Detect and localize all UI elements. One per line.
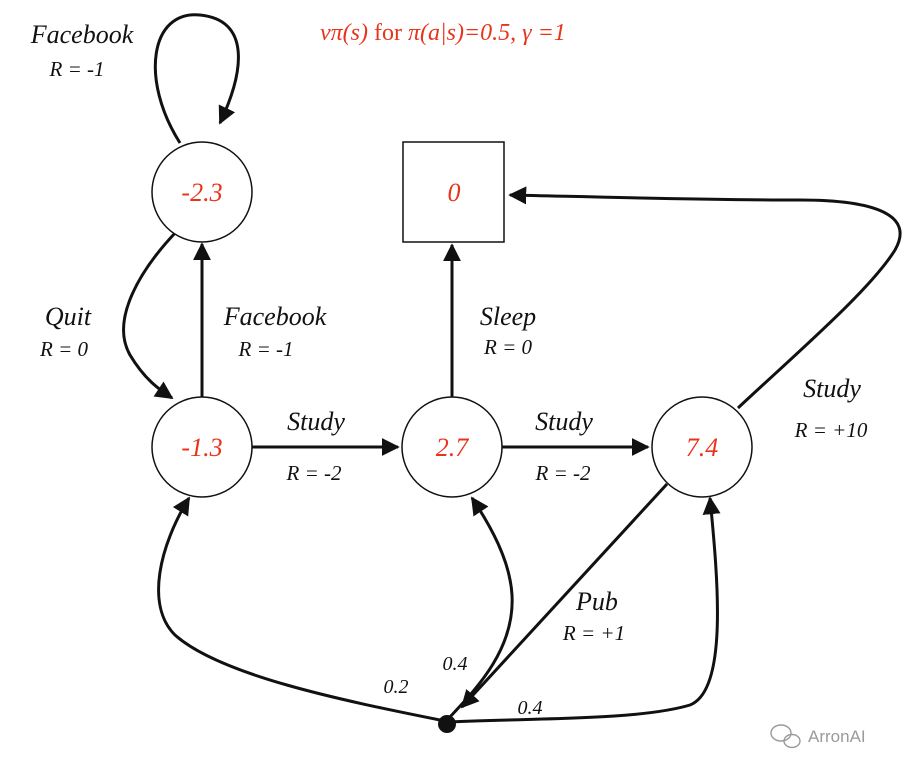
label-study2-action: Study [535,407,593,436]
title-for: for [368,20,408,46]
edge-quit [122,230,178,400]
state-sleep-value: 0 [448,178,461,207]
state-class2: 2.7 [401,396,503,498]
label-quit-reward: R = 0 [39,337,88,361]
edge-chance-class1 [157,496,441,722]
label-sleep-action: Sleep [480,302,536,331]
edge-pub [460,482,669,709]
title-policy: π(a|s)=0.5, γ =1 [408,20,566,46]
label-to-facebook-action: Facebook [223,302,327,331]
label-study1-action: Study [287,407,345,436]
label-pub-action: Pub [575,587,618,616]
edge-chance-class3 [448,496,721,724]
watermark: ArronAI [770,724,866,749]
label-study3-reward: R = +10 [794,418,868,442]
state-class2-value: 2.7 [436,433,470,462]
label-pub-reward: R = +1 [562,621,625,645]
edge-chance-class2 [447,496,514,720]
state-class3-value: 7.4 [686,433,719,462]
edge-labels: Facebook R = -1 Quit R = 0 Facebook R = … [30,20,868,719]
edges [122,13,902,724]
state-class1: -1.3 [151,396,253,498]
label-prob-class1: 0.2 [384,676,409,698]
label-facebook-loop-reward: R = -1 [49,57,105,81]
wechat-icon [770,724,801,749]
label-to-facebook-reward: R = -1 [238,337,294,361]
state-facebook-value: -2.3 [181,178,222,207]
watermark-text: ArronAI [808,727,866,746]
label-prob-class3: 0.4 [518,697,543,719]
label-sleep-reward: R = 0 [483,335,532,359]
title-value-fn: vπ(s) [320,20,368,46]
state-facebook: -2.3 [151,141,253,243]
label-prob-class2: 0.4 [443,653,468,675]
diagram-title: vπ(s) for π(a|s)=0.5, γ =1 [320,20,566,46]
edge-facebook-loop [153,13,240,144]
state-sleep: 0 [402,141,505,243]
label-study2-reward: R = -2 [535,461,591,485]
label-study1-reward: R = -2 [286,461,342,485]
state-class1-value: -1.3 [181,433,222,462]
edge-study3 [508,186,902,410]
chance-node [438,715,456,733]
label-quit-action: Quit [45,302,92,331]
label-facebook-loop-action: Facebook [30,20,134,49]
label-study3-action: Study [803,374,861,403]
state-class3: 7.4 [651,396,753,498]
